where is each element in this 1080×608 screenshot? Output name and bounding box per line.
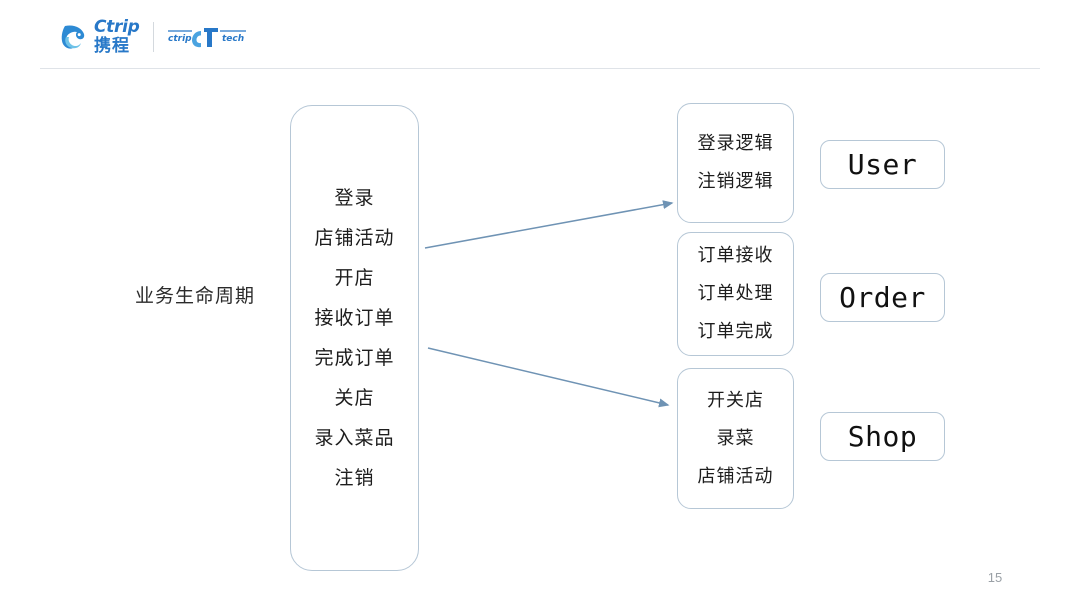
order-logic-item-receive: 订单接收 — [697, 245, 774, 266]
logo-divider — [153, 22, 155, 52]
order-logic-item-process: 订单处理 — [697, 283, 774, 304]
shop-logic-item-open-close: 开关店 — [707, 389, 764, 411]
domain-label-shop-text: Shop — [847, 419, 918, 453]
dolphin-icon — [60, 21, 90, 53]
lifecycle-item-close-shop: 关店 — [334, 386, 375, 409]
shop-logic-box: 开关店 录菜 店铺活动 — [677, 368, 794, 509]
business-lifecycle-label: 业务生命周期 — [134, 285, 255, 307]
arrow-to-shop-group — [427, 347, 670, 408]
user-logic-item-login: 登录逻辑 — [697, 133, 774, 154]
ctrip-english-text: Ctrip — [94, 17, 140, 37]
diagram-stage: 业务生命周期 登录 店铺活动 开店 接收订单 完成订单 关店 录入菜品 注销 登… — [0, 69, 1080, 608]
domain-label-shop: Shop — [820, 412, 945, 461]
shop-logic-item-shop-activity: 店铺活动 — [697, 465, 774, 487]
domain-label-user: User — [820, 140, 945, 189]
ctrip-tech-left-text: ctrip — [168, 34, 192, 44]
lifecycle-item-shop-activity: 店铺活动 — [314, 226, 395, 249]
ctrip-wordmark: Ctrip 携程 — [94, 17, 140, 56]
arrow-to-user-group — [424, 200, 674, 249]
page-number: 15 — [987, 570, 1003, 585]
logo-group: Ctrip 携程 ctrip tech — [60, 16, 247, 58]
domain-label-order: Order — [820, 273, 945, 322]
order-logic-box: 订单接收 订单处理 订单完成 — [677, 232, 794, 356]
ctrip-chinese-text: 携程 — [94, 36, 130, 56]
lifecycle-item-open-shop: 开店 — [334, 266, 375, 289]
ct-monogram-icon — [192, 28, 219, 48]
slide-header: Ctrip 携程 ctrip tech — [0, 0, 1080, 69]
user-logic-item-logout: 注销逻辑 — [697, 171, 774, 192]
shop-logic-item-enter-dish: 录菜 — [716, 427, 755, 449]
ctrip-tech-right-text: tech — [222, 34, 244, 44]
lifecycle-item-enter-dish: 录入菜品 — [314, 426, 395, 449]
header-divider-line — [40, 68, 1040, 69]
ctrip-tech-logo: ctrip tech — [168, 22, 247, 52]
domain-label-order-text: Order — [839, 280, 926, 314]
order-logic-item-complete: 订单完成 — [697, 321, 774, 342]
lifecycle-item-receive-order: 接收订单 — [314, 306, 395, 329]
domain-label-user-text: User — [847, 147, 918, 181]
lifecycle-box: 登录 店铺活动 开店 接收订单 完成订单 关店 录入菜品 注销 — [290, 105, 419, 571]
user-logic-box: 登录逻辑 注销逻辑 — [677, 103, 794, 223]
ctrip-logo: Ctrip 携程 — [60, 17, 140, 57]
lifecycle-item-complete-order: 完成订单 — [314, 346, 395, 369]
lifecycle-item-logout: 注销 — [334, 466, 375, 489]
lifecycle-item-login: 登录 — [334, 186, 375, 209]
